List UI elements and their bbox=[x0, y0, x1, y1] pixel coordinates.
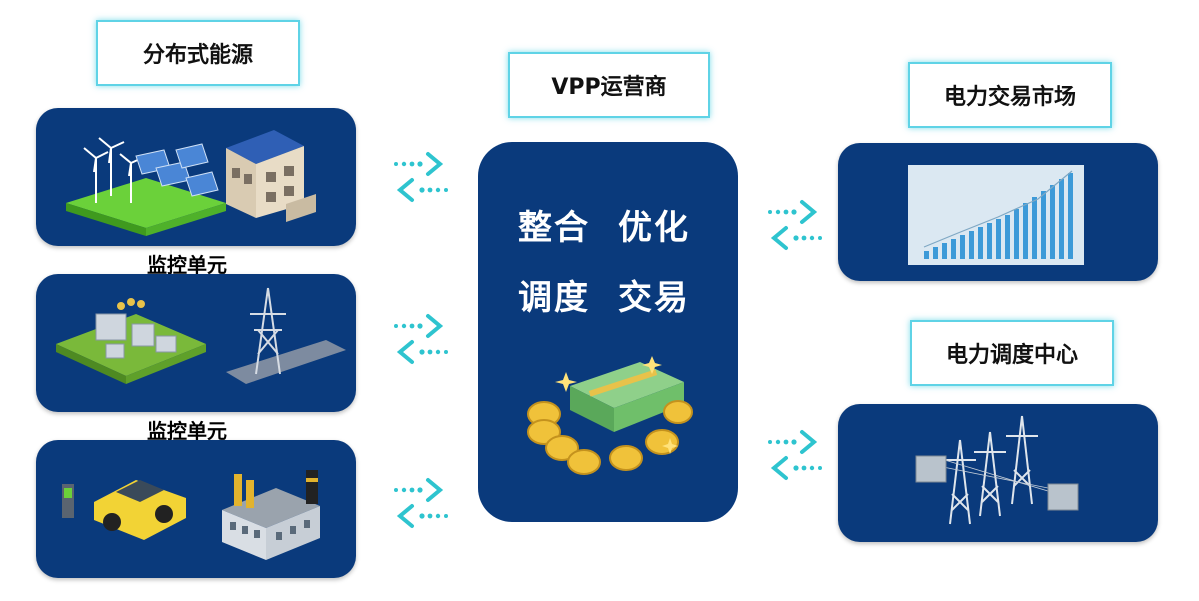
transmission-towers-illustration bbox=[915, 415, 1079, 525]
monitor-unit-label-2: 监控单元 bbox=[147, 419, 227, 443]
panel-renewables bbox=[36, 108, 356, 246]
arrow-pair-renewables bbox=[392, 152, 450, 202]
ev-factory-illustration bbox=[62, 470, 320, 560]
panel-dispatch-center bbox=[838, 404, 1158, 542]
wind-solar-house-illustration bbox=[66, 130, 316, 236]
function-optimize: 优化 bbox=[618, 208, 690, 248]
function-trade: 交易 bbox=[618, 278, 690, 318]
arrow-pair-ev-factory bbox=[392, 478, 450, 528]
panel-power-market bbox=[838, 143, 1158, 281]
panel-substation bbox=[36, 274, 356, 412]
arrow-pair-dispatch bbox=[766, 430, 824, 480]
market-trend-bars bbox=[924, 173, 1073, 259]
money-coins-icon bbox=[527, 356, 693, 475]
monitor-unit-label-1: 监控单元 bbox=[147, 253, 227, 277]
power-market-title: 电力交易市场 bbox=[943, 85, 1076, 110]
substation-tower-illustration bbox=[56, 287, 346, 384]
dispatch-center-title-box: 电力调度中心 bbox=[910, 320, 1114, 386]
vpp-operator-title: VPP运营商 bbox=[551, 75, 667, 100]
function-integrate: 整合 bbox=[518, 208, 590, 248]
arrow-pair-substation bbox=[392, 314, 450, 364]
market-trend-chart-image bbox=[908, 165, 1084, 265]
panel-ev-factory bbox=[36, 440, 356, 578]
vpp-operator-title-box: VPP运营商 bbox=[508, 52, 710, 118]
arrow-pair-market bbox=[766, 200, 824, 250]
function-dispatch: 调度 bbox=[518, 278, 590, 318]
dispatch-center-title: 电力调度中心 bbox=[945, 343, 1078, 368]
power-market-title-box: 电力交易市场 bbox=[908, 62, 1112, 128]
distributed-energy-title: 分布式能源 bbox=[142, 43, 253, 68]
distributed-energy-title-box: 分布式能源 bbox=[96, 20, 300, 86]
vpp-operator-panel: 整合 优化 调度 交易 bbox=[478, 142, 738, 522]
